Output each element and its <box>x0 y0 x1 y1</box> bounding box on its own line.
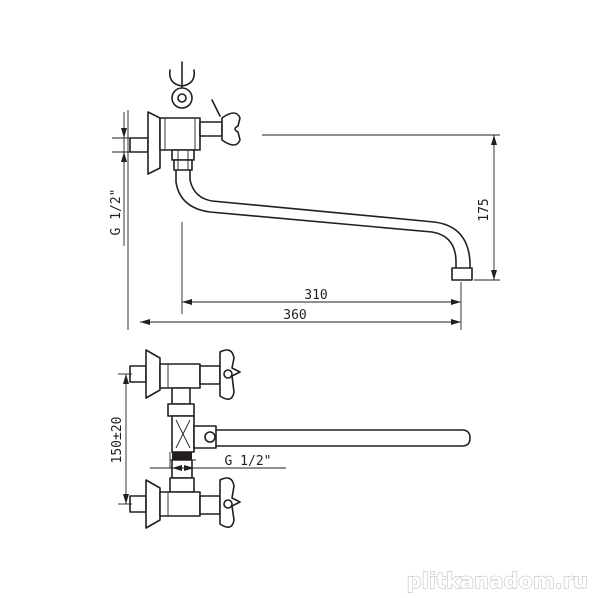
lower-valve-body <box>159 491 201 517</box>
plan-view: 150±20 G 1/2" <box>110 349 471 529</box>
dim-label-360: 360 <box>283 308 306 323</box>
lower-union <box>169 477 195 493</box>
upper-union <box>167 403 195 417</box>
dim-label-175: 175 <box>477 198 492 221</box>
upper-flange <box>145 349 161 399</box>
dim-label-thread-side: G 1/2" <box>109 189 124 236</box>
side-view: 175 310 360 G 1/2" <box>109 61 500 330</box>
spout-plan <box>215 429 471 447</box>
upper-inlet <box>129 365 147 383</box>
wall-flange <box>147 111 161 175</box>
diverter-lever <box>211 99 221 117</box>
watermark: plitkanadom.ru <box>407 569 588 593</box>
dim-label-310: 310 <box>304 288 327 303</box>
handle-stem <box>199 121 223 137</box>
inlet-fitting <box>129 137 149 153</box>
union-nut <box>171 149 195 161</box>
lower-inlet <box>129 495 147 513</box>
valve-body <box>159 117 201 151</box>
spout-outline-outer <box>175 169 457 271</box>
spout-outline-inner <box>189 169 471 271</box>
upper-valve-body <box>159 363 201 389</box>
aerator <box>451 267 473 281</box>
dim-label-150: 150±20 <box>110 417 125 464</box>
cross-handle <box>221 112 241 146</box>
lower-flange <box>145 479 161 529</box>
dim-label-thread-bottom: G 1/2" <box>225 454 272 469</box>
